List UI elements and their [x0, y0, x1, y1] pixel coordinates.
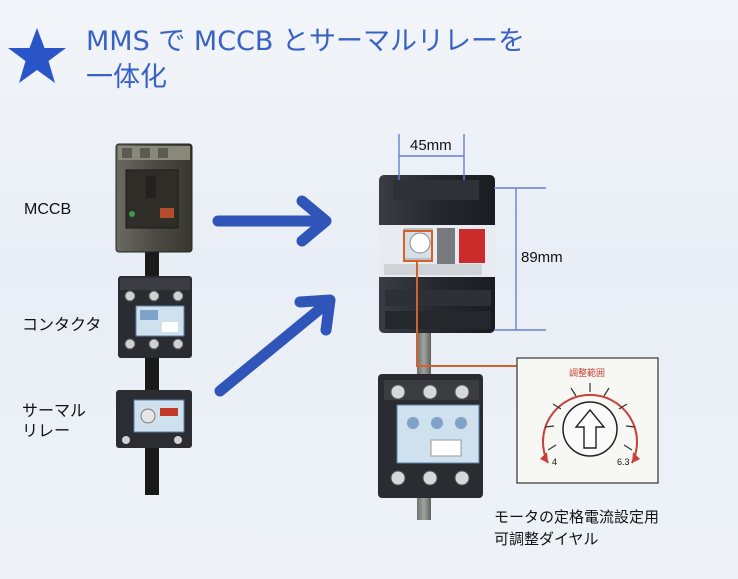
arrow-from-mccb — [212, 195, 332, 247]
label-thermal-line-2: リレー — [22, 423, 71, 440]
right-device-stack — [378, 175, 495, 520]
arrow-up-icon — [574, 408, 606, 449]
dial-note-line-1: モータの定格電流設定用 — [494, 508, 660, 526]
mccb-device — [115, 143, 193, 253]
dial-range-arc — [542, 393, 638, 464]
page-title: MMS で MCCB とサーマルリレーを 一体化 — [86, 24, 525, 96]
height-dimension-label: 89mm — [521, 249, 563, 266]
left-device-stack — [115, 143, 193, 495]
star-icon — [8, 28, 66, 83]
dimension-height — [494, 187, 546, 331]
right-contactor-device — [378, 374, 483, 498]
dial-min-label: 4 — [552, 457, 558, 467]
dial-range-title: 調整範囲 — [569, 369, 606, 379]
dial-max-label: 6.3 — [617, 457, 630, 467]
label-thermal-relay: サーマル リレー — [22, 402, 86, 442]
label-thermal-line-1: サーマル — [22, 403, 87, 420]
mms-device — [379, 175, 495, 333]
dimension-width — [398, 134, 465, 180]
left-contactor-device — [118, 276, 192, 358]
title-line-2: 一体化 — [86, 62, 167, 93]
width-dimension-label: 45mm — [410, 137, 452, 154]
label-contactor: コンタクタ — [22, 317, 102, 334]
title-line-1: MMS で MCCB とサーマルリレーを — [86, 26, 526, 57]
dial-note: モータの定格電流設定用 可調整ダイヤル — [494, 506, 659, 550]
dial-note-line-2: 可調整ダイヤル — [494, 530, 599, 548]
arrow-from-thermal-relay — [214, 294, 336, 397]
label-mccb: MCCB — [24, 201, 72, 218]
dial-detail-box — [516, 357, 659, 484]
left-thermal-relay-device — [116, 390, 192, 448]
